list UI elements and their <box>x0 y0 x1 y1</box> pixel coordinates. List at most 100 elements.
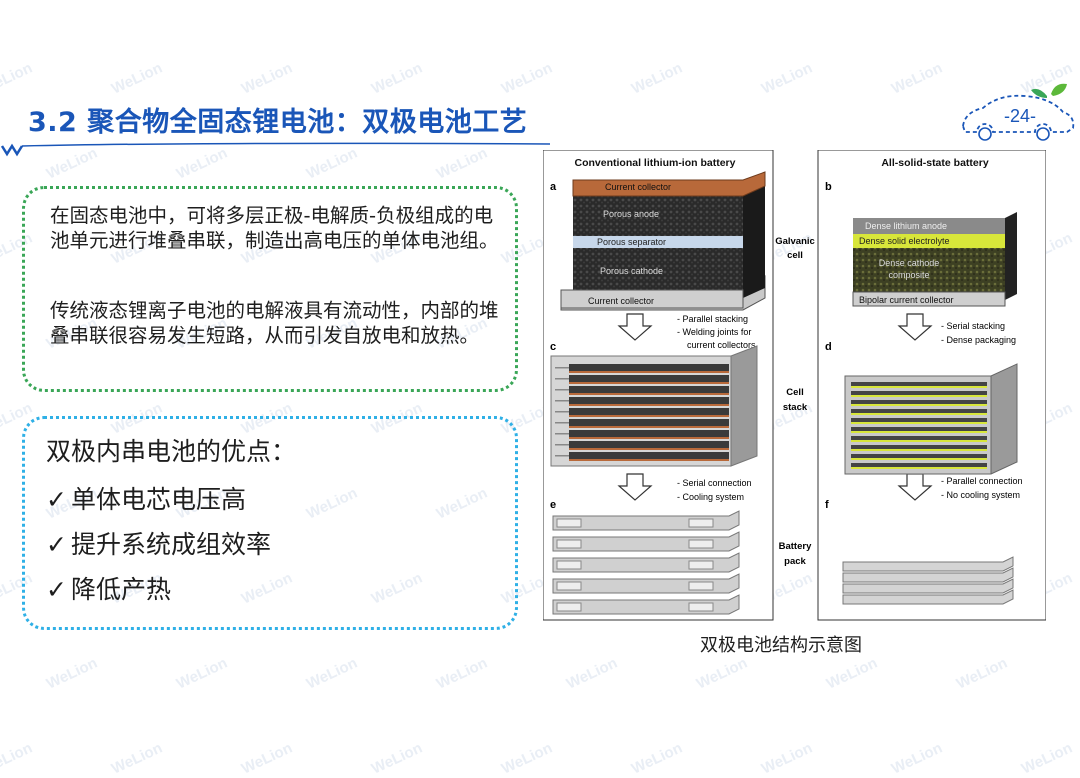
advantage-item: ✓单体电芯电压高 <box>46 480 246 516</box>
panel-label-d: d <box>825 341 832 353</box>
stack-collector <box>569 448 729 450</box>
stack-layer <box>569 375 729 382</box>
panel-label-b: b <box>825 181 832 193</box>
advantage-text: 单体电芯电压高 <box>70 485 246 514</box>
stack-collector <box>569 459 729 461</box>
pack-terminal <box>556 518 582 528</box>
watermark-text: WeLion <box>238 59 295 98</box>
stack-layer <box>569 430 729 437</box>
right-panel-title: All-solid-state battery <box>881 157 989 169</box>
solid-state-cell-stack <box>844 363 1018 475</box>
pack-module <box>842 589 1014 605</box>
stack-collector <box>569 382 729 384</box>
conventional-battery-pack <box>552 510 740 615</box>
row-label-battery: Battery <box>779 541 812 552</box>
check-icon: ✓ <box>46 530 67 559</box>
conventional-cell-stack <box>550 345 758 467</box>
note-serial-stacking: - Serial stacking <box>941 321 1005 331</box>
stack-casing-side <box>730 345 758 467</box>
pack-module <box>842 578 1014 594</box>
note-cooling-system: - Cooling system <box>677 492 744 502</box>
note-parallel-stacking: - Parallel stacking <box>677 314 748 324</box>
stack-layer <box>569 397 729 404</box>
stack-layer <box>851 427 987 431</box>
label-bipolar-current-collector: Bipolar current collector <box>859 295 954 305</box>
stack-collector <box>569 371 729 373</box>
pack-terminal <box>556 581 582 591</box>
stack-tab <box>555 389 569 391</box>
watermark-text: WeLion <box>563 654 620 693</box>
stack-layer <box>569 386 729 393</box>
check-icon: ✓ <box>46 575 67 604</box>
note-current-collectors: current collectors <box>687 340 756 350</box>
stack-electrolyte <box>851 440 987 442</box>
stack-collector <box>569 393 729 395</box>
label-dense-cathode: Dense cathode <box>879 258 940 268</box>
stack-layer <box>569 441 729 448</box>
stack-layer <box>851 463 987 467</box>
label-dense-solid-electrolyte: Dense solid electrolyte <box>859 236 950 246</box>
advantage-text: 降低产热 <box>70 575 171 604</box>
pack-terminal <box>688 581 714 591</box>
watermark-text: WeLion <box>888 739 945 778</box>
stack-electrolyte <box>851 413 987 415</box>
label-dense-lithium-anode: Dense lithium anode <box>865 221 947 231</box>
down-arrow-icon <box>617 313 653 341</box>
stack-tab <box>555 400 569 402</box>
label-porous-separator: Porous separator <box>597 237 666 247</box>
pack-module <box>842 567 1014 583</box>
watermark-text: WeLion <box>1018 739 1075 778</box>
pack-module <box>842 556 1014 572</box>
watermark-text: WeLion <box>368 59 425 98</box>
watermark-text: WeLion <box>758 59 815 98</box>
stack-collector <box>569 415 729 417</box>
pack-terminal <box>556 560 582 570</box>
row-label-cell: cell <box>787 250 803 261</box>
note-parallel-connection: - Parallel connection <box>941 476 1023 486</box>
solid-state-cell-diagram <box>852 212 1017 307</box>
stack-tab <box>555 455 569 457</box>
stack-electrolyte <box>851 458 987 460</box>
stack-tab <box>555 433 569 435</box>
watermark-text: WeLion <box>628 739 685 778</box>
pack-terminal <box>556 539 582 549</box>
stack-electrolyte <box>851 386 987 388</box>
watermark-text: WeLion <box>758 739 815 778</box>
down-arrow-icon <box>617 473 653 501</box>
watermark-text: WeLion <box>888 59 945 98</box>
row-label-pack: pack <box>784 556 806 567</box>
watermark-text: WeLion <box>108 739 165 778</box>
pack-terminal <box>688 518 714 528</box>
stack-tab <box>555 444 569 446</box>
advantages-heading: 双极内串电池的优点： <box>46 437 297 466</box>
watermark-text: WeLion <box>498 739 555 778</box>
watermark-text: WeLion <box>823 654 880 693</box>
conventional-cell-diagram <box>560 171 766 311</box>
pack-terminal <box>556 602 582 612</box>
note-welding-joints: - Welding joints for <box>677 327 751 337</box>
advantages-box <box>22 416 518 630</box>
pack-terminal <box>688 560 714 570</box>
stack-layer <box>569 452 729 459</box>
stack-electrolyte <box>851 395 987 397</box>
stack-tab <box>555 367 569 369</box>
row-label-cell-stack-1: Cell <box>786 387 803 398</box>
stack-layer <box>569 419 729 426</box>
down-arrow-icon <box>897 473 933 501</box>
bipolar-battery-figure: Conventional lithium-ion battery All-sol… <box>543 150 1046 621</box>
panel-label-c: c <box>550 341 556 353</box>
stack-layer <box>851 400 987 404</box>
advantage-text: 提升系统成组效率 <box>70 530 271 559</box>
stack-layer <box>851 418 987 422</box>
watermark-text: WeLion <box>173 654 230 693</box>
watermark-text: WeLion <box>0 739 35 778</box>
stack-layer <box>569 364 729 371</box>
watermark-text: WeLion <box>303 654 360 693</box>
description-paragraph-2: 传统液态锂离子电池的电解液具有流动性，内部的堆叠串联很容易发生短路，从而引发自放… <box>50 299 499 347</box>
stack-electrolyte <box>851 449 987 451</box>
figure-caption: 双极电池结构示意图 <box>700 635 862 656</box>
watermark-text: WeLion <box>693 654 750 693</box>
left-panel-title: Conventional lithium-ion battery <box>574 157 735 169</box>
note-dense-packaging: - Dense packaging <box>941 335 1016 345</box>
label-porous-cathode: Porous cathode <box>600 266 663 276</box>
